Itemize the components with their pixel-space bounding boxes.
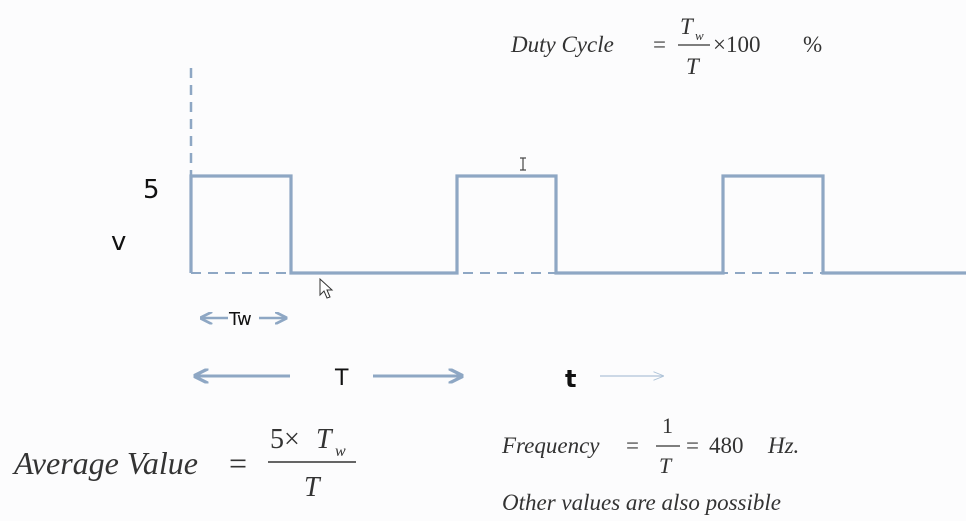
square-wave [189,174,966,275]
frequency-lhs: Frequency [501,433,600,458]
mouse-pointer-icon [319,277,334,299]
average-value-numerator-coefficient: 5× [270,424,300,455]
average-value-formula: Average Value = 5× T w T [12,424,356,503]
frequency-formula: Frequency = 1 T = 480 Hz. [501,413,799,478]
duty-cycle-unit: % [803,32,822,57]
average-value-denominator: T [304,472,322,503]
pulse-width-indicator: Tw [201,309,286,330]
duty-cycle-denominator: T [686,54,701,79]
average-value-lhs: Average Value [12,445,198,481]
average-value-equals: = [229,445,247,481]
average-value-numerator-subscript: w [335,443,346,460]
time-axis-indicator: t [565,365,663,393]
frequency-equals-2: = [686,433,699,458]
period-label: T [334,366,349,391]
period-indicator: T [195,366,462,391]
frequency-unit: Hz. [767,433,799,458]
text-cursor-icon [520,157,526,171]
frequency-equals: = [626,433,639,458]
time-label: t [565,365,576,393]
duty-cycle-numerator-subscript: w [695,28,704,43]
duty-cycle-lhs: Duty Cycle [510,32,614,57]
average-value-numerator-variable: T [316,424,334,455]
high-level-label: 5 [143,175,160,205]
duty-cycle-multiplier: ×100 [713,32,760,57]
duty-cycle-numerator: T [680,14,695,39]
frequency-denominator: T [659,453,673,478]
voltage-axis-label: v [111,227,126,257]
other-values-note: Other values are also possible [502,490,781,515]
duty-cycle-equals: = [653,32,666,57]
duty-cycle-formula: Duty Cycle = T w T ×100 % [510,14,822,79]
frequency-value: 480 [709,433,744,458]
tw-label: Tw [228,309,252,330]
frequency-numerator: 1 [662,413,673,438]
